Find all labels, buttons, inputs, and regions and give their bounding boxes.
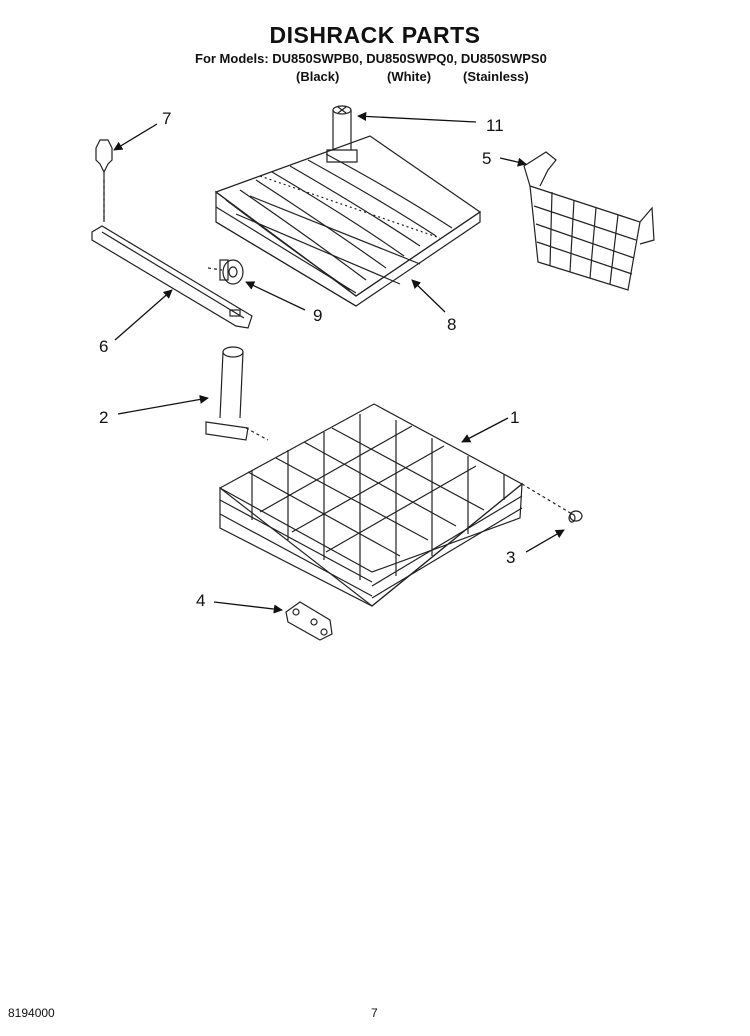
leader-9 [245, 281, 306, 311]
leader-5 [499, 157, 527, 167]
callout-3: 3 [506, 548, 515, 567]
callout-11: 11 [486, 116, 504, 135]
callout-8: 8 [447, 315, 456, 334]
document-number: 8194000 [8, 1006, 55, 1020]
page-number: 7 [371, 1006, 378, 1020]
callout-5: 5 [482, 149, 491, 168]
part-5-silverware-basket[interactable] [523, 151, 655, 291]
leader-1 [461, 417, 509, 443]
part-4-clip[interactable] [285, 601, 333, 641]
callout-2: 2 [99, 408, 108, 427]
leader-3 [525, 529, 565, 553]
part-2-lower-stem[interactable] [205, 346, 269, 441]
leader-8 [411, 279, 446, 313]
part-7-clip[interactable] [95, 139, 113, 222]
callout-7: 7 [162, 109, 171, 128]
part-3-knob[interactable] [568, 510, 583, 523]
callout-1: 1 [510, 408, 519, 427]
leader-2 [117, 394, 209, 415]
part-1-lower-rack[interactable] [218, 403, 573, 607]
variant-white: (White) [387, 69, 432, 84]
callout-6: 6 [99, 337, 108, 356]
part-8-upper-rack[interactable] [214, 135, 482, 307]
part-6-rail[interactable] [91, 225, 253, 329]
variant-black: (Black) [296, 69, 340, 84]
variant-stainless: (Stainless) [463, 69, 529, 84]
part-11-stem[interactable] [326, 105, 358, 163]
part-9-wheel[interactable] [207, 259, 244, 285]
callout-4: 4 [196, 591, 205, 610]
leader-11 [357, 111, 477, 123]
models-line: For Models: DU850SWPB0, DU850SWPQ0, DU85… [195, 51, 547, 66]
leader-4 [213, 601, 283, 614]
leader-7 [113, 123, 158, 151]
leader-6 [114, 289, 173, 341]
page-title: DISHRACK PARTS [269, 22, 481, 48]
callout-9: 9 [313, 306, 322, 325]
